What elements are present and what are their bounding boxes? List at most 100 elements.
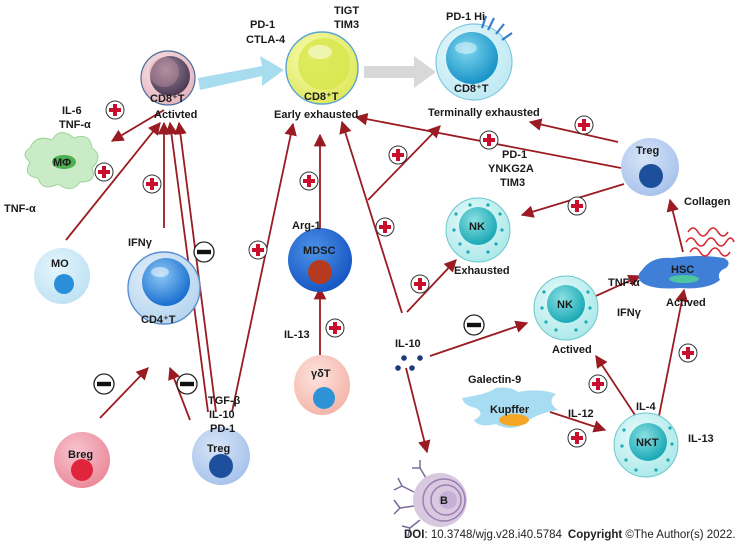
- promote-icons: [94, 100, 698, 448]
- treg-bottom-cell: [192, 427, 250, 485]
- hsc-tnfa-label: TNF-α: [608, 277, 640, 289]
- arrow-il10-to-b: [405, 367, 431, 454]
- mo-tnfa-label: TNF-α: [4, 203, 36, 215]
- nk-tim3-label: TIM3: [500, 177, 525, 189]
- plus-icon: [567, 196, 587, 216]
- pd1-label: PD-1: [250, 19, 275, 31]
- labels: CD8⁺T Activted IL-6 TNF-α PD-1 CTLA-4 TI…: [4, 5, 731, 507]
- collagen-fibers: [685, 227, 735, 257]
- arg1-label: Arg-1: [292, 220, 321, 232]
- cd8-activated-status: Activted: [154, 109, 197, 121]
- minus-icon: [463, 314, 485, 336]
- b-name: B: [440, 495, 448, 507]
- arrow-treg-to-early: [231, 122, 297, 413]
- il10-label-treg: IL-10: [209, 409, 235, 421]
- arrow-treg-to-cd8-b: [174, 121, 217, 413]
- pd1-treg-label: PD-1: [210, 423, 235, 435]
- tigt-label: TIGT: [334, 5, 359, 17]
- nk-activated-cell: [533, 275, 599, 341]
- arrow-kupffer-to-nkt: [549, 411, 607, 433]
- nk-exhausted-name: NK: [469, 221, 485, 233]
- tnfa-label: TNF-α: [59, 119, 91, 131]
- arrow-nkt-to-hsc: [658, 288, 688, 417]
- nk-ynkg2a-label: YNKG2A: [488, 163, 534, 175]
- plus-icon: [410, 274, 430, 294]
- cd8-terminal-status: Terminally exhausted: [428, 107, 540, 119]
- arrow-nkt-to-nk: [595, 354, 638, 419]
- tgfb-label: TGF-β: [208, 395, 241, 407]
- hsc-name: HSC: [671, 264, 694, 276]
- transition-arrow-activated-to-early: [198, 56, 284, 90]
- monocyte-cell: [34, 248, 90, 304]
- il10-name: IL-10: [395, 338, 421, 350]
- nk-exhausted-cell: [445, 197, 511, 263]
- pd1-receptor-icon: [480, 15, 513, 41]
- arrow-il10-to-nk-exhausted: [406, 259, 457, 313]
- cd8-activated-cell: [140, 50, 196, 106]
- cd8-early-status: Early exhausted: [274, 109, 358, 121]
- macrophage-name: MΦ: [53, 157, 71, 169]
- il13-nkt-label: IL-13: [688, 433, 714, 445]
- collagen-label: Collagen: [684, 196, 731, 208]
- plus-icon: [574, 115, 594, 135]
- cd8-terminal-cell: [435, 15, 513, 101]
- hsc-status: Actived: [666, 297, 706, 309]
- nkt-cell: [613, 412, 679, 478]
- mo-name: MO: [51, 258, 69, 270]
- nk-activated-name: NK: [557, 299, 573, 311]
- pd1-hi-label: PD-1 Hi: [446, 11, 485, 23]
- arrow-hsc-to-treg: [666, 198, 684, 253]
- il10-dots: [395, 355, 423, 371]
- minus-icon: [93, 373, 115, 395]
- plus-icon: [299, 171, 319, 191]
- arrow-il10-to-early: [339, 120, 403, 314]
- arrow-treg-to-terminal: [528, 118, 619, 143]
- plus-icon: [248, 240, 268, 260]
- hsc-cell: [638, 256, 729, 289]
- gdt-name: γδT: [311, 368, 331, 380]
- plus-icon: [388, 145, 408, 165]
- gdt-cell: [294, 355, 350, 415]
- nk-activated-status: Actived: [552, 344, 592, 356]
- minus-icon: [176, 373, 198, 395]
- galectin9-label: Galectin-9: [468, 374, 521, 386]
- inhibit-icons: [93, 241, 485, 395]
- b-cell: [393, 460, 467, 537]
- nk-ifng-label: IFNγ: [617, 307, 642, 319]
- cd8-early-name: CD8⁺T: [304, 91, 339, 103]
- ifng-label: IFNγ: [128, 237, 153, 249]
- plus-icon: [94, 162, 114, 182]
- plus-icon: [325, 318, 345, 338]
- nk-exhausted-status: Exhausted: [454, 265, 510, 277]
- cd8-terminal-name: CD8⁺T: [454, 83, 489, 95]
- arrow-il10-to-nk-activated: [429, 320, 529, 357]
- breg-cell: [54, 432, 110, 488]
- arrow-mo-to-cd8: [65, 122, 161, 241]
- cd8-early-exhausted-cell: [285, 31, 359, 105]
- plus-icon: [375, 217, 395, 237]
- nkt-name: NKT: [636, 437, 659, 449]
- plus-icon: [105, 100, 125, 120]
- treg-right-cell: [621, 138, 679, 196]
- treg-right-name: Treg: [636, 145, 659, 157]
- transition-arrow-early-to-terminal: [364, 56, 436, 88]
- mdsc-cell: [288, 228, 352, 292]
- il4-label: IL-4: [636, 401, 656, 413]
- cd4-cell: [127, 251, 201, 325]
- plus-icon: [479, 130, 499, 150]
- copyright-value: ©The Author(s) 2022.: [622, 529, 735, 541]
- kupffer-name: Kupffer: [490, 404, 530, 416]
- minus-icon: [193, 241, 215, 263]
- breg-name: Breg: [68, 449, 93, 461]
- plus-icon: [588, 374, 608, 394]
- doi-label: DOI: [404, 529, 424, 541]
- il12-label: IL-12: [568, 408, 594, 420]
- plus-icon: [142, 174, 162, 194]
- il6-label: IL-6: [62, 105, 82, 117]
- nk-pd1-label: PD-1: [502, 149, 527, 161]
- il13-gdt-label: IL-13: [284, 329, 310, 341]
- arrow-cd8-to-macrophage: [110, 109, 165, 142]
